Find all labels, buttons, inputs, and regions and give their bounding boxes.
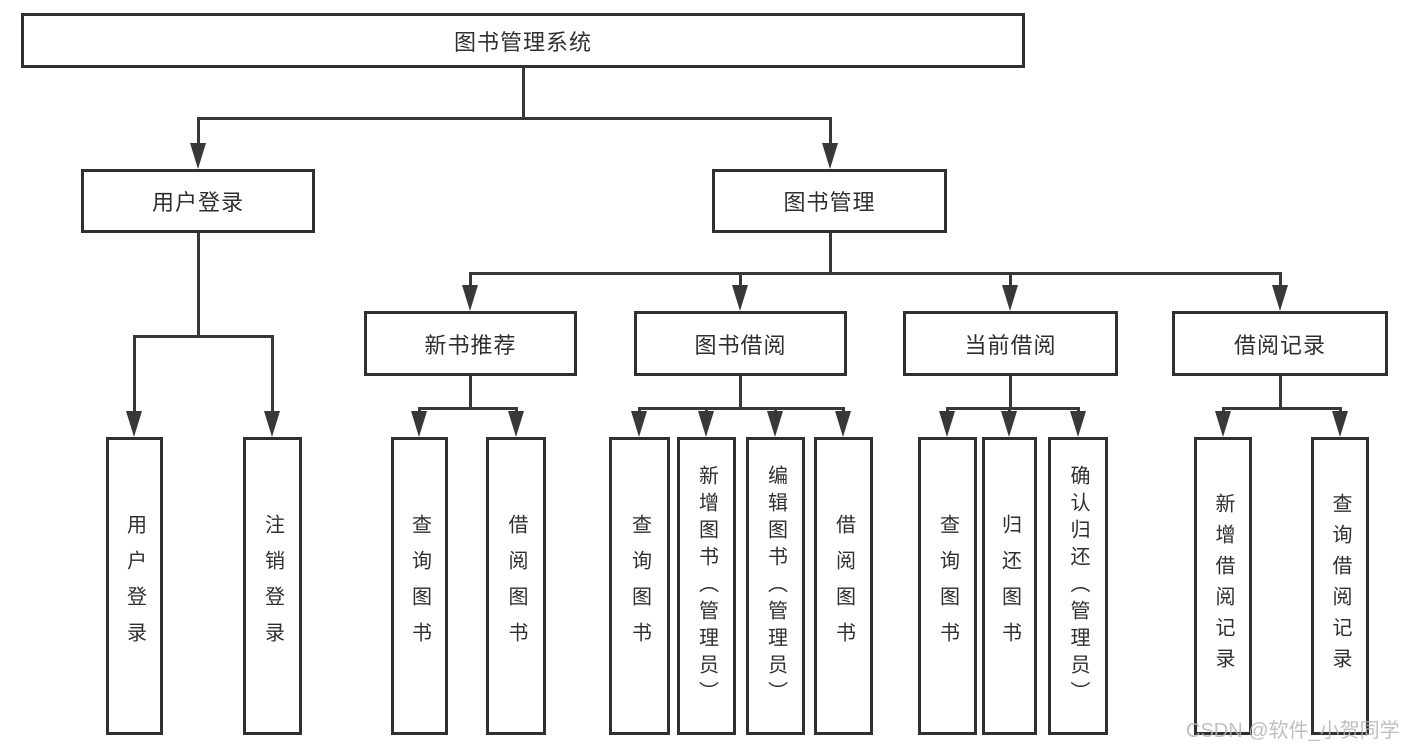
- connector-line: [738, 376, 742, 410]
- connector-line: [521, 68, 525, 120]
- connector-line: [1008, 376, 1012, 410]
- node-book-management: 图书管理: [712, 169, 947, 233]
- connector-arrow: [1272, 285, 1288, 311]
- node-leaf-query-borrow-record: 查询借阅记录: [1311, 437, 1369, 735]
- node-label-leaf-confirm-return: 确认归还（管理员）: [1067, 464, 1089, 708]
- connector-arrow: [126, 411, 142, 437]
- node-label-leaf-query-borrow-record: 查询借阅记录: [1329, 493, 1351, 679]
- node-root: 图书管理系统: [21, 13, 1025, 68]
- connector-arrow: [1215, 411, 1231, 437]
- node-leaf-query-book-1: 查询图书: [391, 437, 448, 735]
- node-current-borrow: 当前借阅: [903, 311, 1118, 376]
- connector-line: [270, 335, 274, 415]
- connector-arrow: [767, 411, 783, 437]
- connector-line: [468, 272, 1282, 275]
- node-label-leaf-query-book-1: 查询图书: [408, 514, 431, 658]
- node-label-leaf-query-book-3: 查询图书: [936, 514, 959, 658]
- connector-line: [1278, 272, 1282, 289]
- connector-arrow: [411, 411, 427, 437]
- node-leaf-edit-book: 编辑图书（管理员）: [746, 437, 805, 735]
- connector-arrow: [698, 411, 714, 437]
- connector-line: [196, 117, 200, 147]
- connector-line: [468, 376, 472, 410]
- node-label-new-book-recommend: 新书推荐: [424, 332, 517, 358]
- connector-arrow: [939, 411, 955, 437]
- node-label-current-borrow: 当前借阅: [964, 332, 1057, 358]
- connector-line: [196, 117, 832, 120]
- node-label-leaf-borrow-book-2: 借阅图书: [832, 514, 855, 658]
- connector-line: [738, 272, 742, 289]
- connector-line: [1008, 272, 1012, 289]
- connector-line: [417, 407, 518, 410]
- connector-line: [196, 233, 200, 338]
- node-leaf-user-login: 用户登录: [106, 437, 163, 735]
- connector-arrow: [822, 143, 838, 169]
- node-leaf-borrow-book-2: 借阅图书: [814, 437, 873, 735]
- connector-arrow: [1332, 411, 1348, 437]
- node-leaf-return-book: 归还图书: [982, 437, 1037, 735]
- node-user-login: 用户登录: [81, 169, 315, 233]
- node-label-leaf-user-login: 用户登录: [123, 514, 146, 658]
- node-label-leaf-return-book: 归还图书: [998, 514, 1021, 658]
- connector-line: [945, 407, 1080, 410]
- node-leaf-logout: 注销登录: [243, 437, 302, 735]
- node-leaf-add-book: 新增图书（管理员）: [677, 437, 736, 735]
- node-label-book-borrow: 图书借阅: [694, 332, 787, 358]
- watermark: CSDN @软件_小贺同学: [1186, 720, 1400, 742]
- connector-line: [132, 335, 274, 338]
- connector-line: [828, 233, 832, 275]
- connector-arrow: [508, 411, 524, 437]
- connector-line: [828, 117, 832, 147]
- connector-line: [468, 272, 472, 289]
- connector-arrow: [631, 411, 647, 437]
- node-label-user-login: 用户登录: [151, 190, 244, 215]
- node-leaf-query-book-3: 查询图书: [918, 437, 977, 735]
- node-label-leaf-borrow-book-1: 借阅图书: [505, 514, 527, 658]
- node-label-leaf-query-book-2: 查询图书: [628, 514, 651, 658]
- connector-line: [1221, 407, 1342, 410]
- node-label-leaf-edit-book: 编辑图书（管理员）: [764, 464, 787, 708]
- node-leaf-confirm-return: 确认归还（管理员）: [1048, 437, 1108, 735]
- connector-line: [637, 407, 845, 410]
- connector-arrow: [1002, 285, 1018, 311]
- connector-arrow: [835, 411, 851, 437]
- connector-arrow: [264, 411, 280, 437]
- node-leaf-borrow-book-1: 借阅图书: [486, 437, 546, 735]
- connector-arrow: [190, 143, 206, 169]
- connector-line: [132, 335, 136, 415]
- node-label-leaf-add-book: 新增图书（管理员）: [695, 464, 718, 708]
- node-leaf-add-borrow-record: 新增借阅记录: [1194, 437, 1252, 735]
- node-leaf-query-book-2: 查询图书: [609, 437, 670, 735]
- connector-line: [1278, 376, 1282, 410]
- node-label-leaf-add-borrow-record: 新增借阅记录: [1212, 493, 1234, 679]
- node-new-book-recommend: 新书推荐: [364, 311, 577, 376]
- node-book-borrow: 图书借阅: [634, 311, 847, 376]
- node-borrow-record: 借阅记录: [1172, 311, 1388, 376]
- node-label-root: 图书管理系统: [453, 29, 592, 55]
- node-label-leaf-logout: 注销登录: [261, 514, 284, 658]
- node-label-borrow-record: 借阅记录: [1233, 332, 1326, 358]
- node-label-book-management: 图书管理: [783, 190, 876, 215]
- connector-arrow: [1001, 411, 1017, 437]
- connector-arrow: [462, 285, 478, 311]
- connector-arrow: [1070, 411, 1086, 437]
- connector-arrow: [732, 285, 748, 311]
